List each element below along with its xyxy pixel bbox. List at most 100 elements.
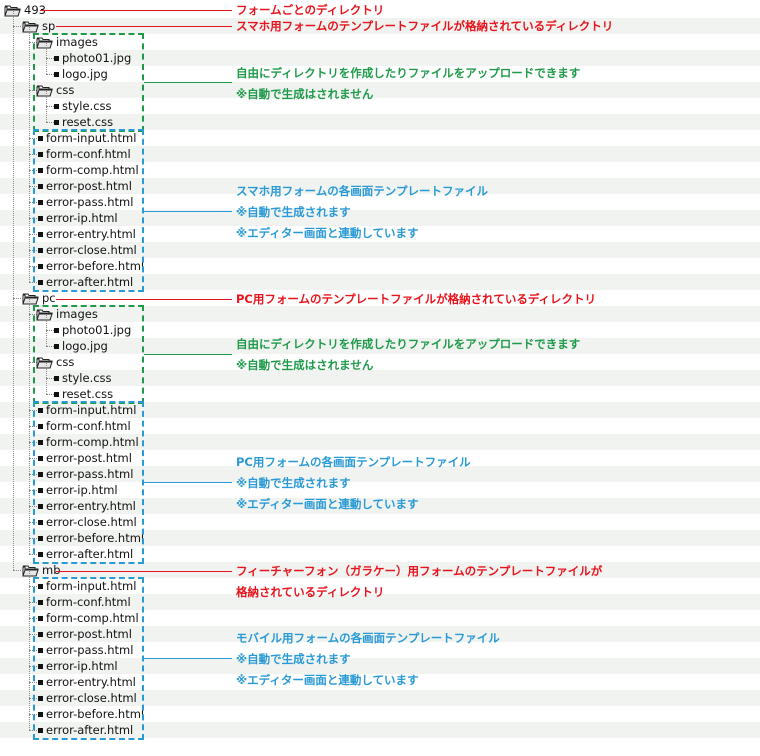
- file-item[interactable]: error-pass.html: [38, 194, 133, 210]
- folder-icon: [4, 4, 21, 17]
- file-item[interactable]: error-close.html: [38, 514, 137, 530]
- row-stripe: [0, 370, 760, 386]
- file-item[interactable]: error-after.html: [38, 546, 133, 562]
- file-item[interactable]: form-conf.html: [38, 418, 131, 434]
- file-item[interactable]: error-ip.html: [38, 210, 118, 226]
- file-label: error-post.html: [46, 627, 132, 641]
- tree-connector: [29, 26, 30, 282]
- annotation-line: フォームごとのディレクトリ: [236, 3, 385, 17]
- file-label: error-after.html: [46, 275, 134, 289]
- file-icon: [38, 263, 43, 269]
- annotation-line: スマホ用フォームのテンプレートファイルが格納されているディレクトリ: [236, 19, 614, 33]
- row-stripe: [0, 530, 760, 546]
- file-item[interactable]: reset.css: [54, 386, 113, 402]
- file-item[interactable]: error-pass.html: [38, 642, 133, 658]
- file-item[interactable]: error-entry.html: [38, 498, 136, 514]
- annotation-line: 自由にディレクトリを作成したりファイルをアップロードできます: [236, 337, 581, 351]
- file-item[interactable]: error-ip.html: [38, 482, 118, 498]
- folder-images[interactable]: images: [36, 34, 98, 50]
- annotation-pc-assets: 自由にディレクトリを作成したりファイルをアップロードできます※自動で生成はされま…: [236, 334, 580, 376]
- file-item[interactable]: error-entry.html: [38, 674, 136, 690]
- file-label: error-entry.html: [46, 499, 136, 513]
- file-icon: [38, 599, 43, 605]
- file-item[interactable]: error-before.html: [38, 706, 144, 722]
- file-icon: [54, 327, 59, 333]
- file-icon: [38, 215, 43, 221]
- file-item[interactable]: error-entry.html: [38, 226, 136, 242]
- file-item[interactable]: style.css: [54, 98, 112, 114]
- file-item[interactable]: logo.jpg: [54, 338, 108, 354]
- file-item[interactable]: error-pass.html: [38, 466, 133, 482]
- file-item[interactable]: photo01.jpg: [54, 50, 131, 66]
- file-item[interactable]: form-input.html: [38, 130, 136, 146]
- folder-icon: [36, 36, 53, 49]
- annotation-sp-dir: スマホ用フォームのテンプレートファイルが格納されているディレクトリ: [236, 16, 613, 37]
- file-item[interactable]: error-post.html: [38, 450, 132, 466]
- row-stripe: [0, 210, 760, 226]
- file-label: error-close.html: [46, 515, 137, 529]
- file-label: style.css: [62, 371, 112, 385]
- templates-box-mb: [33, 577, 144, 740]
- file-label: error-ip.html: [46, 483, 118, 497]
- file-item[interactable]: reset.css: [54, 114, 113, 130]
- file-item[interactable]: style.css: [54, 370, 112, 386]
- folder-sp[interactable]: sp: [22, 18, 55, 34]
- file-item[interactable]: logo.jpg: [54, 66, 108, 82]
- folder-mb[interactable]: mb: [22, 562, 61, 578]
- file-item[interactable]: error-close.html: [38, 242, 137, 258]
- file-label: form-conf.html: [46, 419, 131, 433]
- file-item[interactable]: form-comp.html: [38, 434, 139, 450]
- file-item[interactable]: form-input.html: [38, 578, 136, 594]
- file-icon: [54, 103, 59, 109]
- file-item[interactable]: form-conf.html: [38, 146, 131, 162]
- file-item[interactable]: form-input.html: [38, 402, 136, 418]
- row-stripe: [0, 690, 760, 706]
- file-item[interactable]: form-comp.html: [38, 610, 139, 626]
- row-stripe: [0, 562, 760, 578]
- folder-images[interactable]: images: [36, 306, 98, 322]
- folder-icon: [36, 308, 53, 321]
- folder-root[interactable]: 493: [4, 2, 46, 18]
- row-stripe: [0, 18, 760, 34]
- file-item[interactable]: photo01.jpg: [54, 322, 131, 338]
- file-item[interactable]: error-before.html: [38, 258, 144, 274]
- folder-pc[interactable]: pc: [22, 290, 56, 306]
- leader-pc-templates: [144, 482, 232, 483]
- row-stripe: [0, 402, 760, 418]
- leader-sp: [56, 26, 232, 27]
- row-stripe: [0, 498, 760, 514]
- file-item[interactable]: error-after.html: [38, 722, 133, 738]
- file-icon: [38, 583, 43, 589]
- file-label: form-comp.html: [46, 163, 139, 177]
- file-item[interactable]: error-post.html: [38, 626, 132, 642]
- tree-connector: [46, 106, 54, 107]
- file-item[interactable]: error-after.html: [38, 274, 133, 290]
- folder-css[interactable]: css: [36, 82, 74, 98]
- tree-connector: [46, 122, 54, 123]
- leader-sp-assets: [144, 82, 232, 83]
- file-item[interactable]: form-conf.html: [38, 594, 131, 610]
- file-item[interactable]: form-comp.html: [38, 162, 139, 178]
- assets-box-pc: [33, 305, 144, 404]
- file-icon: [54, 119, 59, 125]
- file-icon: [38, 247, 43, 253]
- tree-connector: [13, 26, 21, 27]
- file-icon: [54, 55, 59, 61]
- file-label: error-after.html: [46, 547, 134, 561]
- tree-connector: [13, 298, 21, 299]
- row-stripe: [0, 114, 760, 130]
- annotation-line: ※エディター画面と連動しています: [236, 497, 419, 511]
- tree-connector: [46, 346, 54, 347]
- file-icon: [38, 631, 43, 637]
- file-label: style.css: [62, 99, 112, 113]
- annotation-line: ※自動で生成されます: [236, 205, 351, 219]
- file-item[interactable]: error-post.html: [38, 178, 132, 194]
- file-item[interactable]: error-ip.html: [38, 658, 118, 674]
- folder-icon: [22, 564, 39, 577]
- file-item[interactable]: error-before.html: [38, 530, 144, 546]
- file-item[interactable]: error-close.html: [38, 690, 137, 706]
- annotation-line: モバイル用フォームの各画面テンプレートファイル: [236, 631, 500, 645]
- annotation-pc-dir: PC用フォームのテンプレートファイルが格納されているディレクトリ: [236, 289, 596, 310]
- folder-css[interactable]: css: [36, 354, 74, 370]
